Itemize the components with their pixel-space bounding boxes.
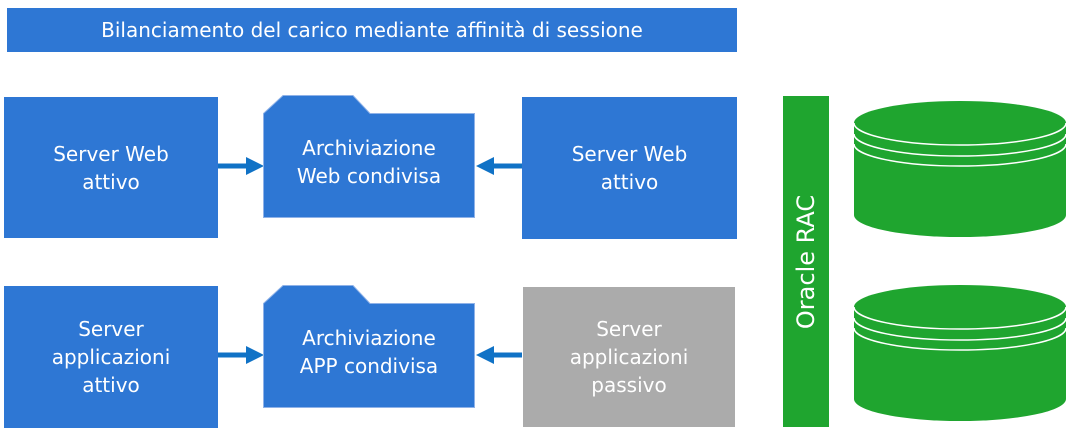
server-app-active-box: Server applicazioni attivo [4,286,218,428]
title-banner: Bilanciamento del carico mediante affini… [7,8,737,52]
arrow-head [476,346,494,364]
database-cylinder-icon [853,101,1067,237]
shared-app-storage-folder: Archiviazione APP condivisa [263,285,475,408]
title-text: Bilanciamento del carico mediante affini… [101,18,643,42]
cylinder-disk-line [853,306,1067,330]
server-web-active-left-label: Server Web attivo [53,141,169,194]
cylinder-body [854,101,1066,237]
arrow-shaft [493,163,522,169]
shared-web-storage-folder: Archiviazione Web condivisa [263,95,475,218]
cylinder-disk-line [853,317,1067,341]
arrow-left-icon [476,346,522,364]
shared-web-storage-label: Archiviazione Web condivisa [296,135,442,188]
arrow-right-icon [218,157,264,175]
cylinder-body [854,285,1066,421]
oracle-rac-bar: Oracle RAC [783,96,829,427]
server-app-active-label: Server applicazioni attivo [51,317,171,397]
server-web-active-right-box: Server Web attivo [522,97,737,239]
cylinder-disk-line [853,327,1067,351]
cylinder-disk-line [853,133,1067,157]
folder-outline [263,285,475,408]
arrow-shaft [218,352,247,358]
arrow-head [476,157,494,175]
server-web-active-right-label: Server Web attivo [571,142,688,194]
oracle-rac-label: Oracle RAC [792,194,820,329]
arrow-head [246,157,264,175]
server-app-passive-label: Server applicazioni passivo [569,317,689,397]
cylinder-disk-line [853,122,1067,146]
shared-app-storage-label: Archiviazione APP condivisa [299,325,439,378]
arrow-head [246,346,264,364]
cylinder-disk-line [853,143,1067,167]
server-web-active-left-box: Server Web attivo [4,97,218,238]
arrow-right-icon [218,346,264,364]
arrow-left-icon [476,157,522,175]
folder-outline [263,95,475,218]
folder-shape-icon [263,285,475,408]
arrow-shaft [493,352,522,358]
folder-shape-icon [263,95,475,218]
server-app-passive-box: Server applicazioni passivo [523,287,735,427]
arrow-shaft [218,163,247,169]
database-cylinder-icon [853,285,1067,421]
